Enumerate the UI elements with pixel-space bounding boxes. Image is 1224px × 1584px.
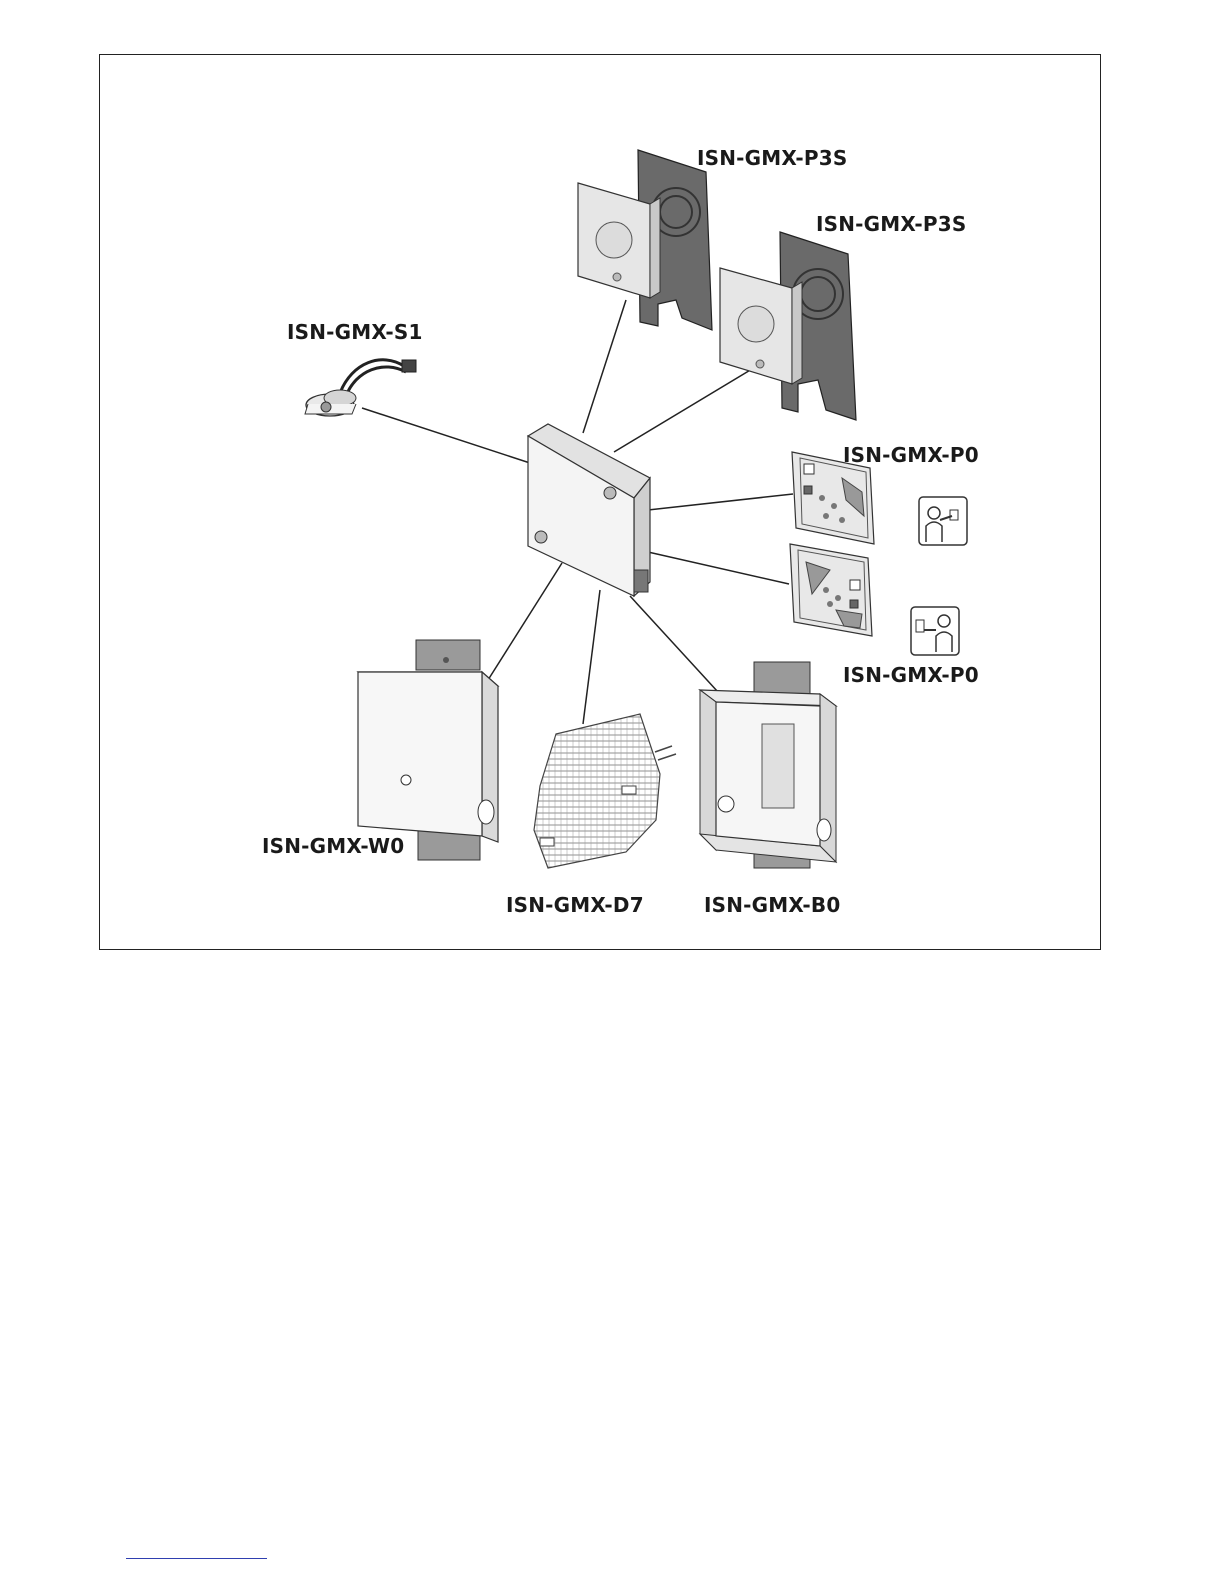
line-to-w0 (488, 563, 562, 680)
s1-sensor (305, 360, 416, 416)
accessory-diagram (0, 0, 1224, 960)
installer-icon-bottom (911, 607, 959, 655)
label-p0-bottom: ISN-GMX-P0 (843, 663, 979, 687)
line-to-p0-top (648, 494, 793, 510)
line-to-p3s-top (583, 300, 626, 433)
label-b0: ISN-GMX-B0 (704, 893, 840, 917)
central-module (528, 424, 650, 596)
p3s-top-plate (578, 150, 712, 330)
label-s1: ISN-GMX-S1 (287, 320, 423, 344)
p0-bottom-plate (790, 544, 872, 636)
b0-box (700, 662, 836, 868)
installer-icon-top (919, 497, 967, 545)
d7-mesh (534, 714, 676, 868)
line-to-p3s-second (614, 369, 752, 452)
w0-housing (358, 640, 498, 860)
line-to-d7 (583, 590, 600, 724)
line-to-s1 (362, 408, 530, 463)
label-p3s-second: ISN-GMX-P3S (816, 212, 966, 236)
footer-link-underline[interactable] (126, 1558, 267, 1559)
label-p3s-top: ISN-GMX-P3S (697, 146, 847, 170)
label-p0-top: ISN-GMX-P0 (843, 443, 979, 467)
line-to-p0-bottom (648, 552, 789, 584)
label-d7: ISN-GMX-D7 (506, 893, 644, 917)
p3s-second-plate (720, 232, 856, 420)
label-w0: ISN-GMX-W0 (262, 834, 404, 858)
line-to-b0 (630, 596, 718, 692)
